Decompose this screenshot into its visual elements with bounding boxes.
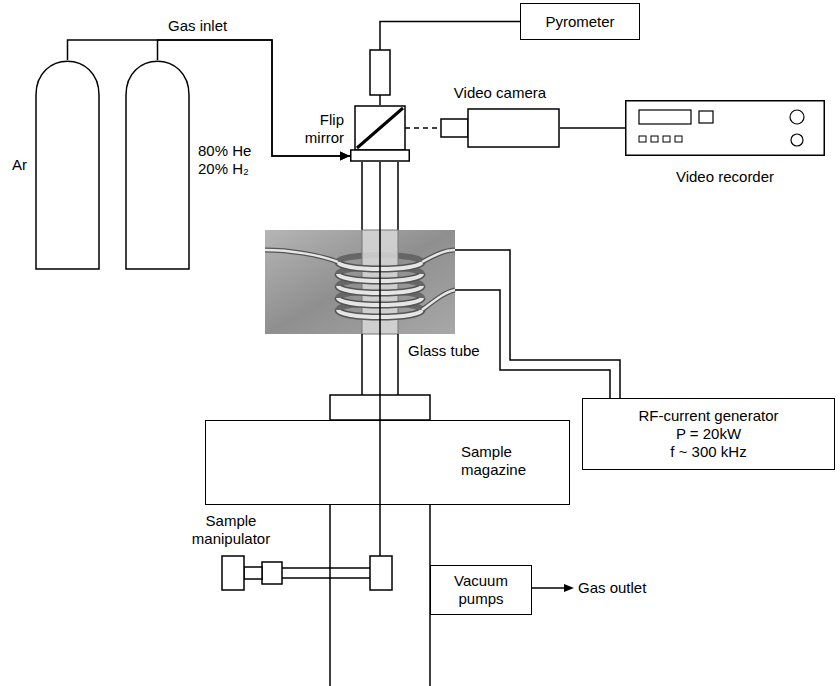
flange — [351, 150, 410, 161]
generator-box: RF-current generatorP = 20kWf ~ 300 kHz — [582, 398, 835, 470]
connector — [405, 128, 440, 129]
node-detail: f ~ 300 kHz — [670, 443, 746, 461]
node-label: Video recorder — [625, 168, 825, 186]
node-detail: P = 20kW — [676, 425, 741, 443]
connector-line — [560, 127, 625, 129]
arrowhead — [340, 152, 350, 161]
recorder-case — [626, 101, 825, 156]
camera-body — [468, 109, 559, 147]
recorder-display — [639, 110, 691, 124]
recorder-key — [639, 136, 646, 142]
outlet-arrow — [530, 587, 566, 589]
recorder-key — [675, 136, 682, 142]
instrument-box: Pyrometer — [520, 3, 640, 40]
recorder-button — [699, 111, 713, 123]
part-label: Sample manipulator — [185, 512, 277, 548]
optical-axis — [379, 162, 381, 556]
recorder-knob — [790, 110, 804, 124]
rf-lead — [455, 250, 620, 398]
cylinder-outline — [126, 61, 189, 269]
video-recorder: Video recorder — [625, 100, 825, 156]
node-label: RF-current generator — [638, 407, 778, 425]
part-label: Gas outlet — [578, 579, 646, 597]
recorder-shape — [625, 100, 825, 156]
recorder-knob — [791, 134, 803, 146]
part-label: Gas inlet — [168, 17, 227, 35]
cylinder-shape — [35, 60, 100, 270]
node-label: 80% He 20% H₂ — [198, 142, 262, 178]
gas-cylinder: Ar — [35, 60, 100, 270]
magazine-box: Sample magazine — [205, 420, 570, 505]
sample-holder — [370, 556, 392, 590]
sensor-head — [370, 50, 390, 95]
pump-box: Vacuum pumps — [430, 565, 532, 615]
camera-shape — [440, 108, 560, 148]
cylinder-outline — [36, 61, 99, 269]
camera-lens — [441, 119, 468, 137]
node-label: Sample magazine — [461, 443, 551, 479]
node-label: Vacuum pumps — [441, 572, 521, 608]
manipulator-knob — [222, 556, 244, 590]
dashed-line — [405, 127, 440, 129]
node-label: Flip mirror — [278, 111, 344, 147]
recorder-key — [663, 136, 670, 142]
cylinder-shape — [125, 60, 190, 270]
manipulator-rod — [282, 577, 370, 579]
manipulator-shaft — [244, 567, 262, 579]
manipulator-rod — [282, 567, 370, 569]
part-label: Glass tube — [408, 342, 480, 360]
glass-tube-wall — [397, 162, 399, 230]
mirror-housing — [355, 106, 405, 150]
gas-cylinder: 80% He 20% H₂ — [125, 60, 190, 270]
manipulator-joint — [262, 562, 282, 584]
video-camera: Video camera — [440, 108, 560, 148]
node-label: Pyrometer — [545, 13, 614, 31]
glass-tube-wall — [397, 334, 399, 395]
coil-photo — [265, 230, 455, 334]
flip-mirror-shape — [350, 105, 410, 162]
glass-tube-wall — [361, 162, 363, 230]
outlet-arrowhead — [564, 584, 574, 592]
arrowhead — [340, 152, 350, 161]
flip-mirror: Flip mirror — [350, 105, 410, 162]
node-label: Ar — [12, 156, 27, 174]
coil-front — [265, 250, 455, 317]
recorder-key — [651, 136, 658, 142]
glass-tube-wall — [361, 334, 363, 395]
node-label: Video camera — [420, 84, 580, 102]
connector — [560, 128, 625, 129]
chamber-wall — [329, 505, 331, 686]
mirror-plate — [357, 108, 403, 148]
connector-line — [68, 40, 351, 156]
